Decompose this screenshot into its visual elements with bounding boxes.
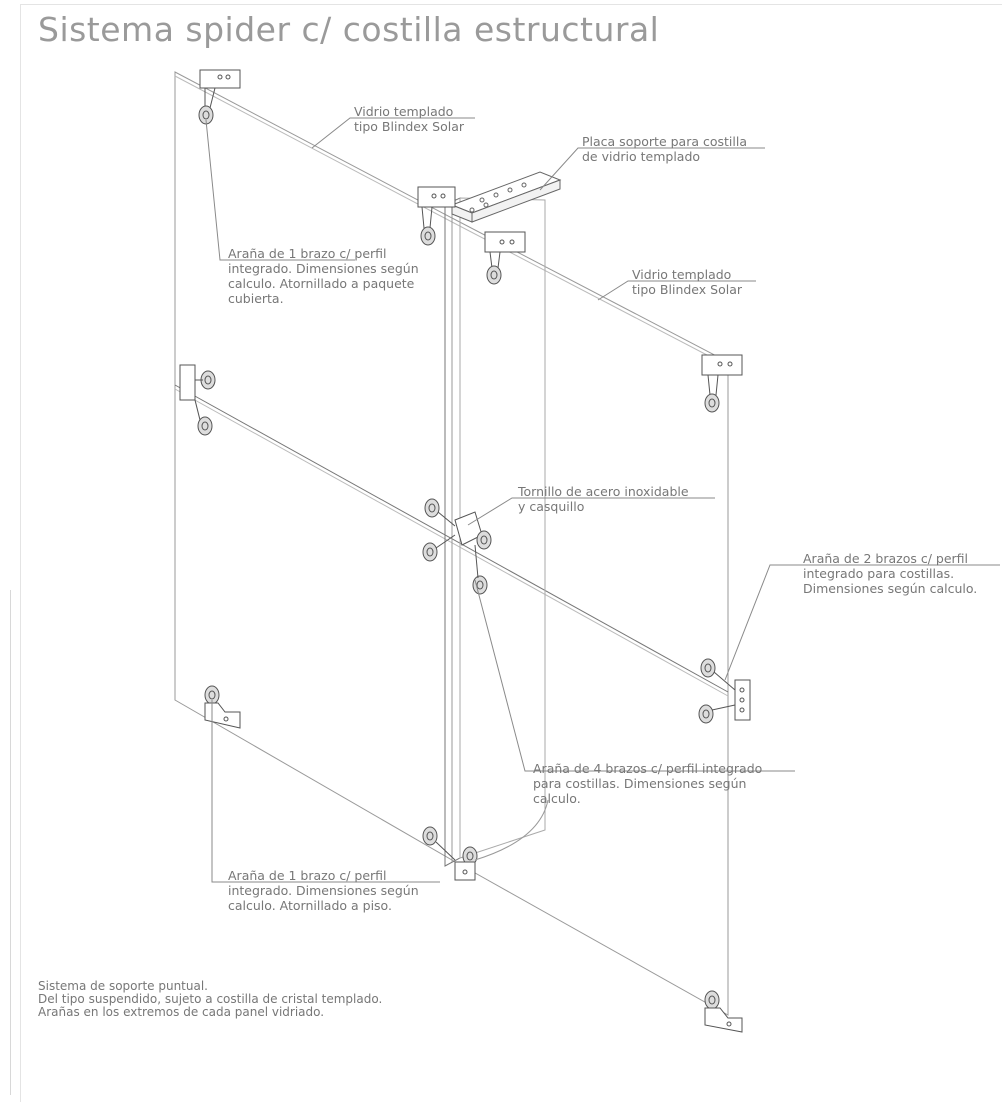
spider-2-arm-left-middle xyxy=(179,364,216,436)
glass-panel-right xyxy=(451,217,729,1016)
frame-edge-mark xyxy=(0,590,11,1095)
swing-arc xyxy=(474,799,549,861)
spider-1-arm-bottom-right xyxy=(704,990,743,1033)
spider-1-arm-far-right-top xyxy=(701,354,743,413)
spider-1-arm-top-left xyxy=(198,69,241,125)
note-line: Del tipo suspendido, sujeto a costilla d… xyxy=(38,992,383,1006)
note-line: Sistema de soporte puntual. xyxy=(38,979,208,993)
drawing-frame xyxy=(20,4,1002,1102)
spider-bottom-center xyxy=(422,826,478,881)
spider-1-arm-bottom-left xyxy=(204,685,241,729)
spider-1-arm-top-right xyxy=(484,231,526,285)
leader-lines xyxy=(205,117,1000,883)
spider-1-arm-top-middle xyxy=(417,186,456,246)
rib-support-plate xyxy=(450,171,562,223)
spider-2-arm-right xyxy=(698,658,751,724)
system-notes: Sistema de soporte puntual. Del tipo sus… xyxy=(38,980,382,1019)
drawing-title: Sistema spider c/ costilla estructural xyxy=(38,10,660,49)
spider-4-arm-central xyxy=(422,498,492,595)
note-line: Arañas en los extremos de cada panel vid… xyxy=(38,1005,325,1019)
